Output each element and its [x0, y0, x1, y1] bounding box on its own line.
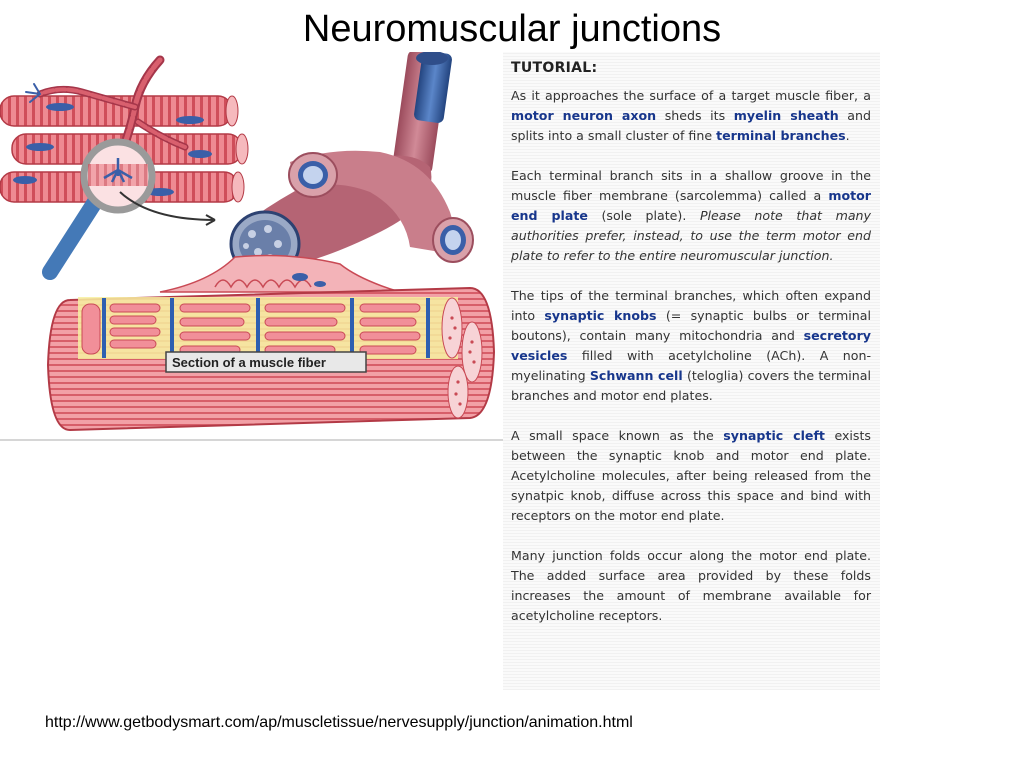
- tutorial-panel: TUTORIAL: As it approaches the surface o…: [503, 52, 880, 690]
- paragraph-text: A small space known as the: [511, 428, 724, 443]
- tutorial-paragraph: The tips of the terminal branches, which…: [511, 286, 871, 406]
- paragraph-text: (= synaptic bulbs or terminal boutons), …: [511, 308, 871, 343]
- paragraph-text: .: [845, 128, 850, 143]
- paragraph-text: filled with acetylcholine (ACh). A non-m…: [511, 348, 871, 383]
- highlighted-term: synaptic cleft: [723, 428, 825, 443]
- highlighted-term: motor end plate: [511, 188, 871, 223]
- tutorial-body: As it approaches the surface of a target…: [511, 86, 871, 646]
- motor-neuron-axon: [229, 52, 474, 278]
- tutorial-heading: TUTORIAL:: [511, 60, 598, 76]
- paragraph-text: sheds its: [656, 108, 734, 123]
- tutorial-paragraph: Many junction folds occur along the moto…: [511, 546, 871, 626]
- muscle-fiber-label: Section of a muscle fiber: [165, 351, 367, 373]
- neuromuscular-illustration: Section of a muscle fiber: [0, 52, 505, 442]
- arrow-icon: [119, 191, 216, 226]
- highlighted-term: motor neuron axon: [511, 108, 657, 123]
- svg-text:Section of a muscle fiber: Section of a muscle fiber: [172, 355, 326, 370]
- magnifying-glass-icon: [42, 138, 156, 280]
- tutorial-paragraph: A small space known as the synaptic clef…: [511, 426, 871, 526]
- paragraph-text: As it approaches the surface of a target…: [511, 88, 871, 103]
- highlighted-term: myelin sheath: [733, 108, 839, 123]
- tutorial-paragraph: As it approaches the surface of a target…: [511, 86, 871, 146]
- slide-title: Neuromuscular junctions: [302, 8, 722, 50]
- highlighted-term: synaptic knobs: [544, 308, 657, 323]
- source-url: http://www.getbodysmart.com/ap/muscletis…: [45, 714, 633, 731]
- paragraph-text: Many junction folds occur along the moto…: [511, 548, 871, 623]
- paragraph-text: The tips of the terminal branches, which…: [511, 288, 871, 323]
- paragraph-text: (sole plate).: [587, 208, 700, 223]
- paragraph-text: and splits into a small cluster of fine: [511, 108, 872, 143]
- paragraph-text: Please note that many authorities prefer…: [511, 208, 871, 263]
- highlighted-term: terminal branches: [716, 128, 846, 143]
- paragraph-text: exists between the synaptic knob and mot…: [511, 428, 871, 523]
- tutorial-paragraph: Each terminal branch sits in a shallow g…: [511, 166, 871, 266]
- paragraph-text: (teloglia) covers the terminal branches …: [511, 368, 871, 403]
- paragraph-text: Each terminal branch sits in a shallow g…: [511, 168, 871, 203]
- muscle-fiber-section: [46, 286, 496, 432]
- highlighted-term: Schwann cell: [589, 368, 683, 383]
- motor-end-plate: [159, 254, 401, 293]
- highlighted-term: secretory vesicles: [511, 328, 871, 363]
